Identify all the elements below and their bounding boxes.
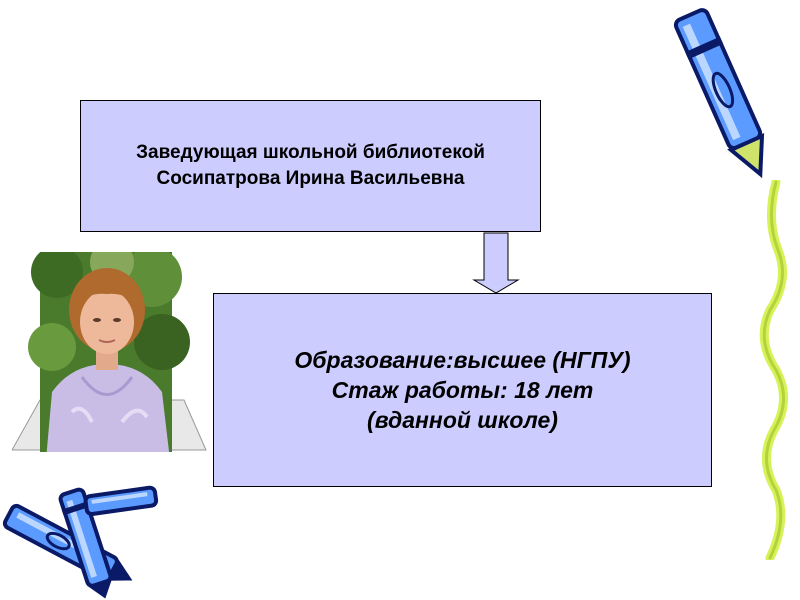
title-box: Заведующая школьной библиотекой Сосипатр… — [80, 100, 541, 232]
portrait-photo — [12, 252, 207, 452]
info-line-education: Образование:высшее (НГПУ) — [294, 347, 631, 373]
pens-bottom-icon — [2, 485, 159, 599]
info-text: Образование:высшее (НГПУ) Стаж работы: 1… — [294, 345, 630, 435]
title-line-position: Заведующая школьной библиотекой — [136, 142, 485, 163]
down-arrow-icon — [472, 232, 520, 294]
title-line-name: Сосипатрова Ирина Васильевна — [156, 168, 465, 189]
vine-decoration — [759, 180, 789, 560]
title-text: Заведующая школьной библиотекой Сосипатр… — [136, 140, 485, 192]
info-line-experience: Стаж работы: 18 лет — [331, 377, 594, 403]
info-box: Образование:высшее (НГПУ) Стаж работы: 1… — [213, 293, 712, 487]
pen-icon — [673, 8, 765, 179]
info-line-school: (вданной школе) — [367, 407, 558, 433]
